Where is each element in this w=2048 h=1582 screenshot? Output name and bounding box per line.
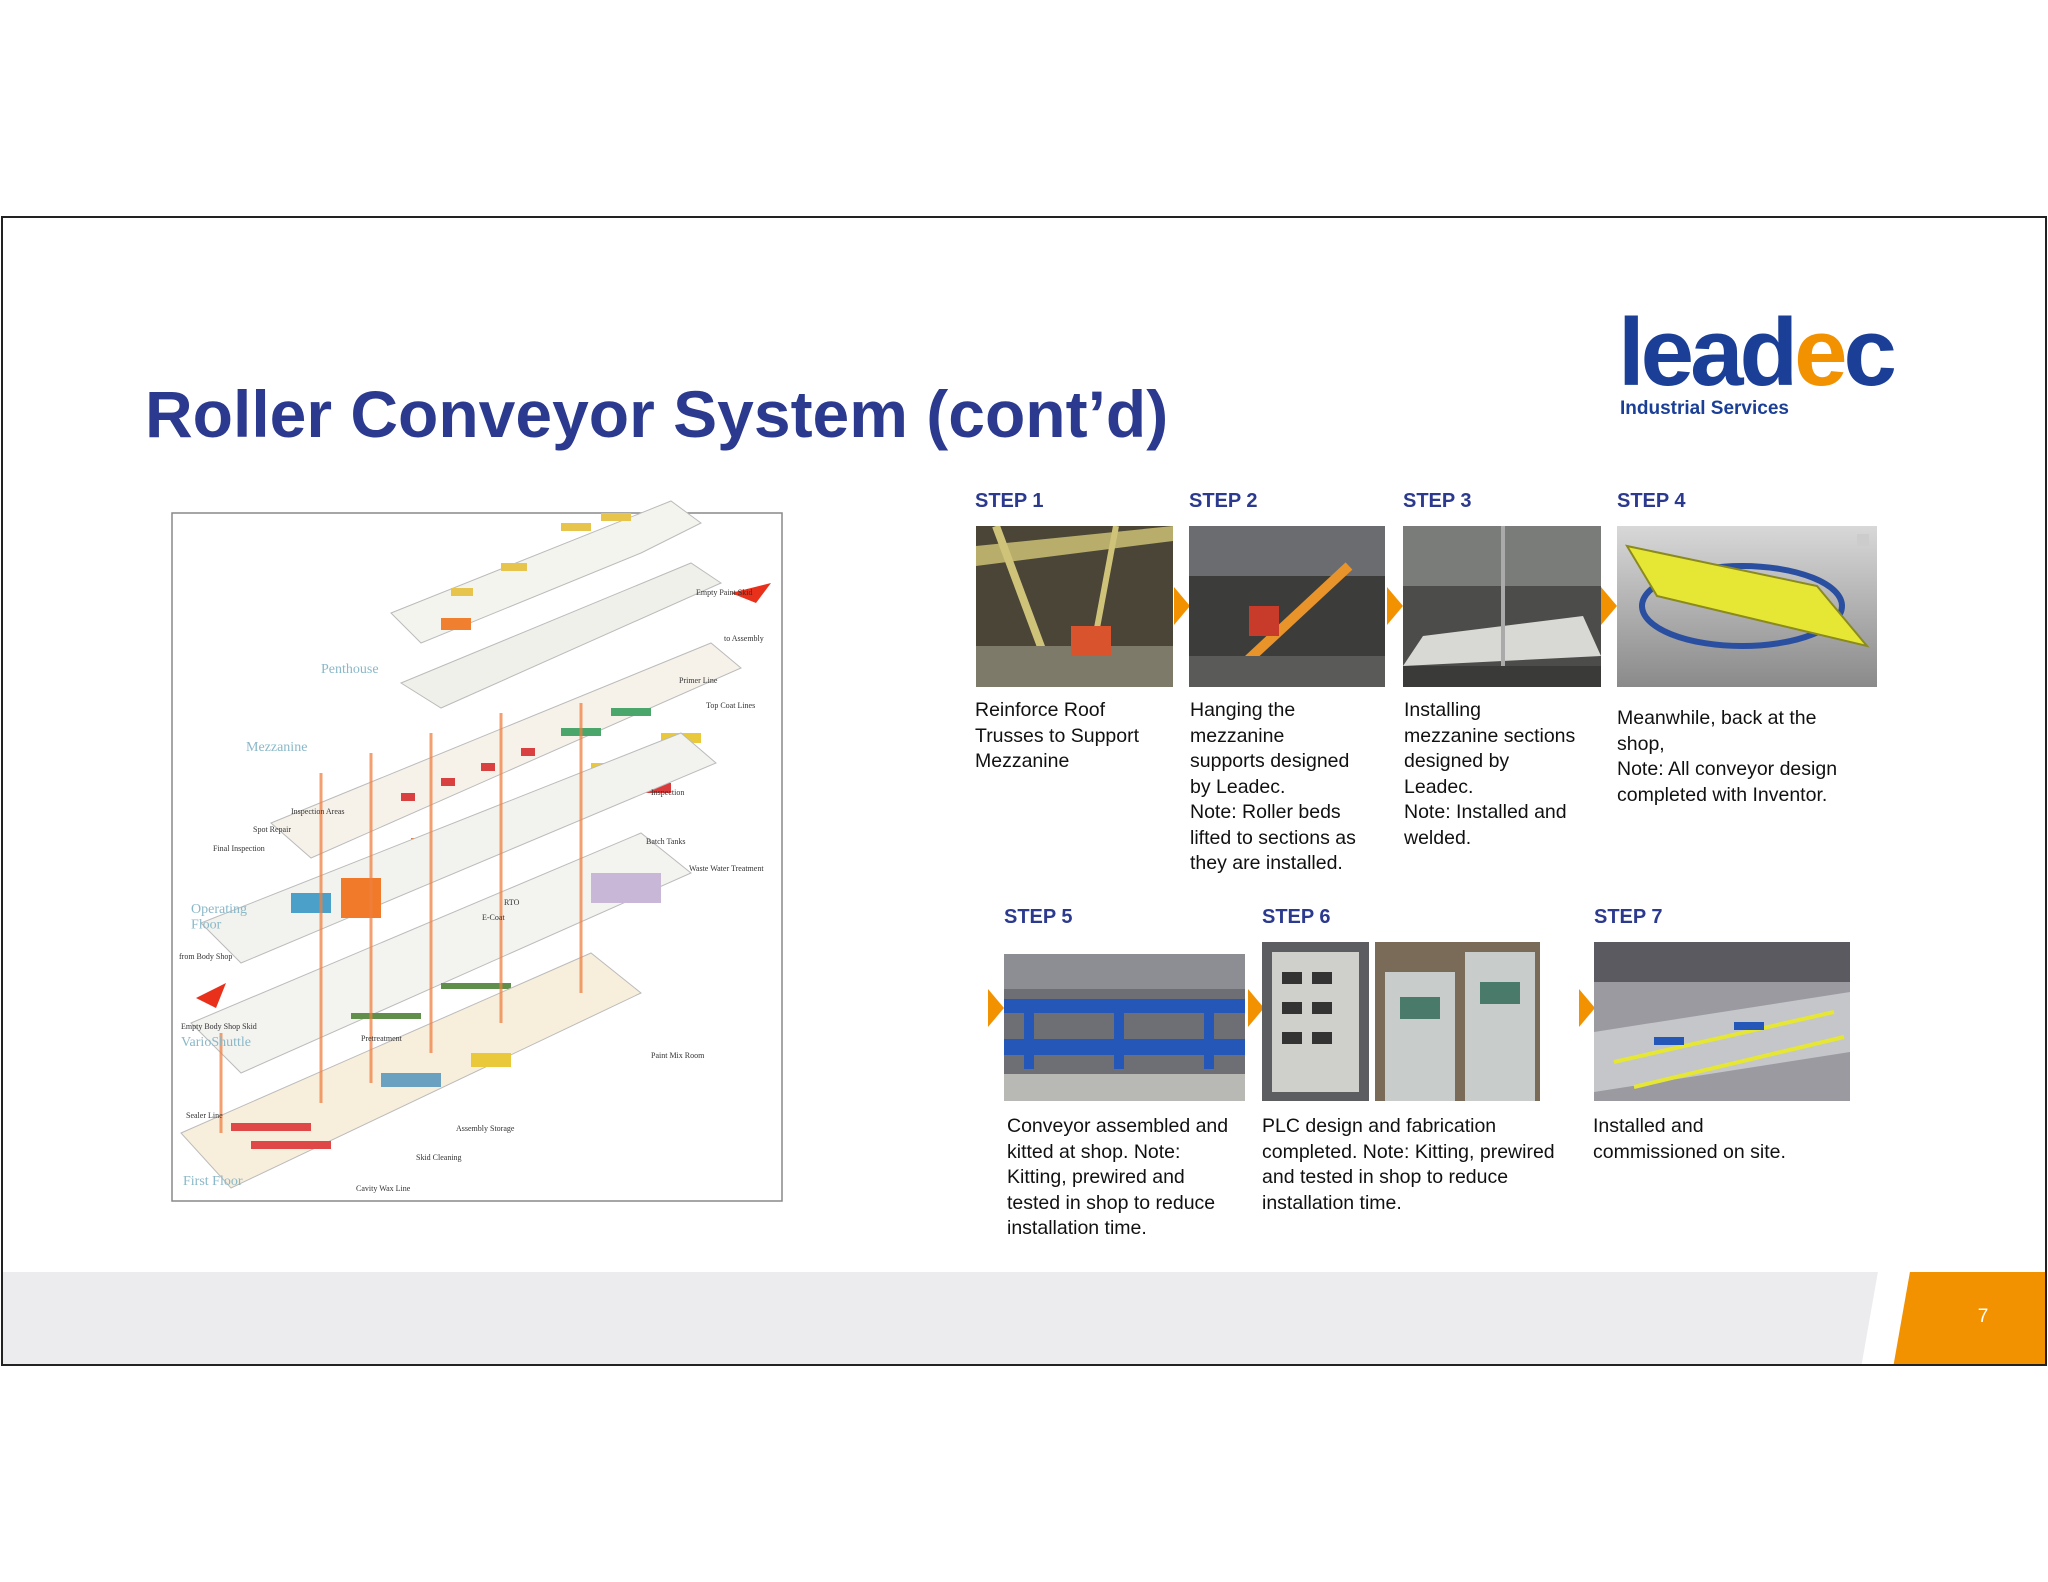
label-top-coat-lines: Top Coat Lines	[706, 701, 755, 710]
label-spot-repair: Spot Repair	[253, 825, 291, 834]
label-penthouse: Penthouse	[321, 662, 379, 677]
label-final-inspection: Final Inspection	[213, 844, 265, 853]
step-5-photo	[1004, 954, 1245, 1101]
label-mezzanine: Mezzanine	[246, 740, 307, 755]
step-3-label: STEP 3	[1403, 490, 1472, 512]
label-inspection: Inspection	[651, 788, 684, 797]
step-6-text: PLC design and fabrication completed. No…	[1262, 1115, 1555, 1214]
step-6-photo-panel	[1262, 942, 1369, 1101]
label-from-body-shop: from Body Shop	[179, 952, 232, 961]
slide-title: Roller Conveyor System (cont’d)	[145, 377, 1169, 451]
step-3-text: Installing mezzanine sections designed b…	[1404, 699, 1576, 849]
label-to-assembly: to Assembly	[724, 634, 764, 643]
logo-tagline: Industrial Services	[1620, 398, 1789, 419]
step-7-label: STEP 7	[1594, 906, 1663, 928]
label-cavity-wax-line: Cavity Wax Line	[356, 1184, 411, 1193]
slide: Roller Conveyor System (cont’d) leadec I…	[1, 216, 2047, 1366]
label-pretreatment: Pretreatment	[361, 1034, 403, 1043]
step-4-photo	[1617, 526, 1877, 687]
label-empty-body-shop-skid: Empty Body Shop Skid	[181, 1022, 257, 1031]
label-rto: RTO	[504, 898, 520, 907]
label-ecoat: E-Coat	[482, 913, 505, 922]
step-7-photo	[1594, 942, 1850, 1101]
label-waste-water: Waste Water Treatment	[689, 864, 764, 873]
step-3-photo	[1403, 526, 1601, 687]
step-1-label: STEP 1	[975, 490, 1044, 512]
step-6-label: STEP 6	[1262, 906, 1331, 928]
label-sealer-line: Sealer Line	[186, 1111, 223, 1120]
page-number: 7	[1977, 1306, 1989, 1327]
step-2-photo	[1189, 526, 1385, 687]
step-4-label: STEP 4	[1617, 490, 1686, 512]
label-skid-cleaning: Skid Cleaning	[416, 1153, 462, 1162]
step-7-text: Installed and commissioned on site.	[1593, 1115, 1786, 1163]
arrow-right-icon	[1248, 989, 1264, 1027]
label-batch-tanks: Batch Tanks	[646, 837, 686, 846]
footer-bar	[3, 1272, 2045, 1364]
step-5-label: STEP 5	[1004, 906, 1073, 928]
step-1-photo	[976, 526, 1173, 687]
leadec-logo: leadec Industrial Services	[1618, 299, 1908, 420]
label-first-floor: First Floor	[183, 1174, 243, 1189]
arrow-right-icon	[1174, 587, 1190, 625]
logo-wordmark: leadec	[1618, 299, 1897, 406]
arrow-right-icon	[1601, 587, 1617, 625]
step-2-text: Hanging the mezzanine supports designed …	[1190, 699, 1356, 874]
step-6-photo-cabinets	[1375, 942, 1540, 1101]
label-assembly-storage: Assembly Storage	[456, 1124, 515, 1133]
step-1-text: Reinforce Roof Trusses to Support Mezzan…	[975, 699, 1140, 772]
label-primer-line: Primer Line	[679, 676, 718, 685]
step-4-text: Meanwhile, back at the shop, Note: All c…	[1617, 707, 1838, 806]
arrow-right-icon	[1579, 989, 1595, 1027]
label-paint-mix-room: Paint Mix Room	[651, 1051, 705, 1060]
label-inspection-areas: Inspection Areas	[291, 807, 345, 816]
label-vario-shuttle: VarioShuttle	[181, 1035, 251, 1050]
step-2-label: STEP 2	[1189, 490, 1258, 512]
arrow-right-icon	[1387, 587, 1403, 625]
arrow-right-icon	[988, 989, 1004, 1027]
step-5-text: Conveyor assembled and kitted at shop. N…	[1007, 1115, 1229, 1239]
label-empty-paint-skid: Empty Paint Skid	[696, 588, 752, 597]
